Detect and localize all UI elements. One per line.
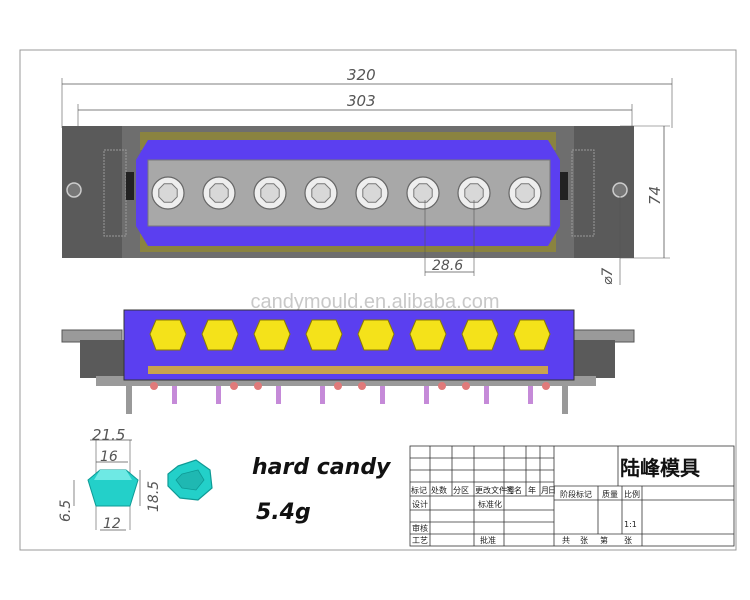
- ejector-pin-head: [334, 382, 342, 390]
- side-cavity: [253, 319, 291, 351]
- side-cavities: [149, 319, 551, 351]
- tb-scale: 比例: [624, 489, 640, 499]
- top-cavity-octagon: [413, 183, 433, 203]
- top-cavity-octagon: [362, 183, 382, 203]
- tb-design: 设计: [412, 499, 428, 509]
- top-cavity-octagon: [515, 183, 535, 203]
- dim-overall-label: 320: [347, 66, 376, 84]
- ejector-pin: [484, 386, 489, 404]
- side-cavity: [305, 319, 343, 351]
- ejector-pin: [320, 386, 325, 404]
- tb-stage-mark: 阶段标记: [560, 489, 592, 499]
- side-view: [61, 309, 635, 414]
- candy-dim-mid: 16: [100, 449, 118, 465]
- side-cavity: [357, 319, 395, 351]
- dim-pin-label: ⌀7: [600, 268, 616, 285]
- tb-approve: 批准: [480, 535, 496, 545]
- ejector-pin-head: [438, 382, 446, 390]
- drawing-border: [19, 49, 737, 551]
- company-name: 陆峰模具: [620, 456, 700, 480]
- dim-pitch-label: 28.6: [432, 258, 463, 274]
- tb-mass: 质量: [602, 489, 618, 499]
- top-cavity-octagon: [209, 183, 229, 203]
- watermark: candymould.en.alibaba.com: [250, 291, 499, 313]
- side-cavity: [409, 319, 447, 351]
- tb-change-doc: 更改文件号: [475, 485, 515, 495]
- candy-detail: 21.5 16 6.5 18.5 12: [58, 426, 213, 532]
- tb-day: 日: [548, 486, 556, 495]
- top-view: 320 303 74 28.6: [61, 66, 673, 285]
- ejector-pin-head: [230, 382, 238, 390]
- tb-year: 年: [528, 485, 536, 495]
- tb-standard: 标准化: [478, 499, 502, 509]
- tb-total: 共: [562, 536, 570, 545]
- tb-sheets: 张: [580, 536, 588, 545]
- ejector-pin-head: [462, 382, 470, 390]
- side-cavity: [513, 319, 551, 351]
- tb-month: 月: [541, 486, 549, 495]
- tb-scale-value: 1:1: [624, 520, 637, 529]
- candy-dim-top: 21.5: [92, 426, 125, 444]
- tb-sign: 签名: [506, 485, 522, 495]
- tb-count: 处数: [431, 485, 447, 495]
- top-cavity-octagon: [311, 183, 331, 203]
- candy-dim-right: 18.5: [146, 481, 162, 512]
- tb-review: 审核: [412, 523, 428, 533]
- ejector-pin-head: [150, 382, 158, 390]
- right-spring: [571, 149, 595, 237]
- ejector-pin: [276, 386, 281, 404]
- ejector-pin: [424, 386, 429, 404]
- side-cavity: [149, 319, 187, 351]
- top-cavity-octagon: [260, 183, 280, 203]
- right-pin-icon: [612, 182, 628, 198]
- candy-dim-left: 6.5: [58, 500, 74, 522]
- title-block: [409, 445, 735, 547]
- ejector-pin: [528, 386, 533, 404]
- ejector-pins: [150, 382, 550, 404]
- ejector-pin-head: [542, 382, 550, 390]
- tb-sheet: 张: [624, 536, 632, 545]
- tb-process: 工艺: [412, 536, 428, 545]
- ejector-pin: [172, 386, 177, 404]
- side-cavity: [201, 319, 239, 351]
- dim-inner-label: 303: [347, 92, 376, 110]
- tb-no: 第: [600, 535, 608, 545]
- side-cavity: [461, 319, 499, 351]
- top-cavity-octagon: [464, 183, 484, 203]
- top-cavity-octagon: [158, 183, 178, 203]
- ejector-pin-head: [358, 382, 366, 390]
- left-pin-icon: [66, 182, 82, 198]
- candy-dim-bottom: 12: [103, 516, 121, 532]
- ejector-pin-head: [254, 382, 262, 390]
- ejector-pin: [216, 386, 221, 404]
- tb-zone: 分区: [453, 486, 469, 495]
- tb-mark: 标记: [411, 485, 427, 495]
- title-block-text: 陆峰模具 标记 处数 分区 更改文件号 签名 年 月 日 设计 标准化 审核 工…: [411, 456, 700, 545]
- candy-name: hard candy: [252, 455, 391, 480]
- dim-height-label: 74: [646, 186, 664, 205]
- candy-weight: 5.4g: [256, 500, 311, 525]
- top-cavities: [151, 176, 542, 210]
- ejector-pin: [380, 386, 385, 404]
